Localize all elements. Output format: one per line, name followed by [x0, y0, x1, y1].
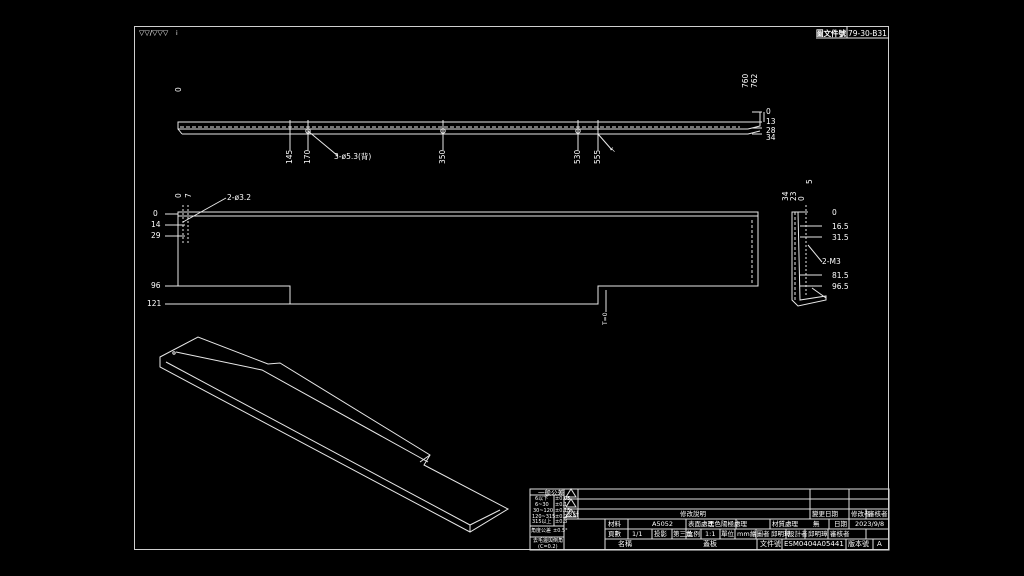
doc-number-value: 79-30-B31 — [848, 29, 887, 38]
surface-value: 黑色陽極處理 — [708, 520, 747, 528]
drawn-by-label: 繪圖者 — [750, 530, 770, 538]
tol-value-1: ±0.05 — [555, 496, 571, 502]
pages-label: 頁數 — [608, 530, 621, 538]
tol-range-2: 6~30 — [535, 502, 549, 508]
version-label: 版本號 — [848, 540, 869, 548]
tol-value-3: ±0.15 — [555, 508, 571, 514]
top-left-zero: 0 — [174, 87, 183, 92]
tol-range-4: 120~315 — [532, 514, 556, 520]
unmarked-value: (C=0.2) — [538, 544, 558, 550]
tol-value-5: ±0.3 — [555, 519, 568, 525]
approved-by-label: 審核者 — [830, 530, 850, 538]
designed-by-value: 邱明璋 — [808, 530, 828, 538]
side-dim-81-5: 81.5 — [832, 271, 849, 280]
tol-range-1: 6以下 — [535, 496, 549, 502]
scale-label: 比例 — [687, 530, 700, 538]
pages-value: 1/1 — [632, 530, 643, 538]
projection-label: 投影 — [654, 530, 667, 538]
version-value: A — [877, 540, 882, 548]
bottom-dim-145: 145 — [285, 149, 294, 164]
bottom-dim-555: 555 — [593, 149, 602, 164]
date-value: 2023/9/8 — [855, 520, 885, 528]
change-desc-header: 修改說明 — [680, 510, 706, 518]
side-dim-31-5: 31.5 — [832, 233, 849, 242]
side-dim-96-5: 96.5 — [832, 282, 849, 291]
tol-value-4: ±0.2 — [555, 514, 568, 520]
top-right-760: 760 — [741, 73, 750, 88]
revision-label: 設計 — [566, 510, 579, 518]
side-top-0: 0 — [797, 196, 806, 201]
side-top-5: 5 — [805, 179, 814, 184]
top-dim-13: 13 — [766, 117, 776, 126]
part-name-label: 名稱 — [618, 540, 632, 548]
change-date-header: 變更日期 — [812, 510, 838, 518]
reviewer-header: 審核者 — [868, 510, 888, 518]
date-label: 日期 — [834, 520, 847, 528]
roughness-note: i — [176, 30, 178, 37]
top-dim-0: 0 — [766, 107, 771, 116]
part-name-value: 蓋板 — [703, 540, 717, 548]
material-label: 材料 — [608, 520, 621, 528]
angle-tol-label: 角度公差 — [531, 528, 552, 534]
side-dim-16-5: 16.5 — [832, 222, 849, 231]
front-dim-29: 29 — [151, 231, 161, 240]
tol-range-3: 30~120 — [533, 508, 554, 514]
front-dim-0: 0 — [153, 209, 158, 218]
bottom-dim-170: 170 — [303, 149, 312, 164]
front-top-7: 7 — [184, 193, 193, 198]
material-value: A5052 — [652, 520, 673, 528]
bottom-dim-530: 530 — [573, 149, 582, 164]
heat-treatment-value: 無 — [813, 520, 820, 528]
file-number-value: ESM0404A05441 — [784, 540, 844, 548]
thickness-note-front: T=0 — [602, 312, 609, 325]
angle-tol-value: ±0.5° — [553, 528, 568, 534]
modifier-header: 修改者 — [851, 510, 871, 518]
side-thread-note: 2-M3 — [822, 257, 841, 266]
front-hole-note: 2-ø3.2 — [227, 193, 251, 202]
tol-range-5: 315以上 — [532, 519, 552, 525]
front-dim-121: 121 — [147, 299, 162, 308]
top-dim-34: 34 — [766, 133, 776, 142]
surface-label: 表面處理 — [688, 520, 714, 528]
unit-value: mm — [737, 530, 750, 538]
front-dim-96: 96 — [151, 281, 161, 290]
drawn-by-value: 邱明璋 — [771, 530, 791, 538]
tol-value-2: ±0.1 — [555, 502, 568, 508]
hole-note-top: 3-ø5.3(背) — [334, 152, 372, 161]
side-dim-0: 0 — [832, 208, 837, 217]
file-number-label: 文件號 — [760, 540, 781, 548]
designed-by-label: 設計者 — [788, 530, 808, 538]
front-top-0: 0 — [174, 193, 183, 198]
projection-value: 第三角 — [673, 530, 693, 538]
unmarked-label: 去毛邊與倒角 — [533, 538, 564, 544]
heat-treatment-label: 材質處理 — [772, 520, 798, 528]
unit-label: 單位 — [721, 530, 734, 538]
drawing-border — [134, 26, 889, 550]
roughness-symbol: ▽▽/▽▽▽ — [139, 29, 169, 37]
doc-number-label: 圖文件號 — [816, 29, 846, 38]
top-right-762: 762 — [750, 73, 759, 88]
bottom-dim-350: 350 — [438, 149, 447, 164]
scale-value: 1:1 — [705, 530, 716, 538]
top-dim-28: 28 — [766, 126, 776, 135]
front-dim-14: 14 — [151, 220, 161, 229]
tolerance-title: 一般公差 — [538, 489, 564, 497]
